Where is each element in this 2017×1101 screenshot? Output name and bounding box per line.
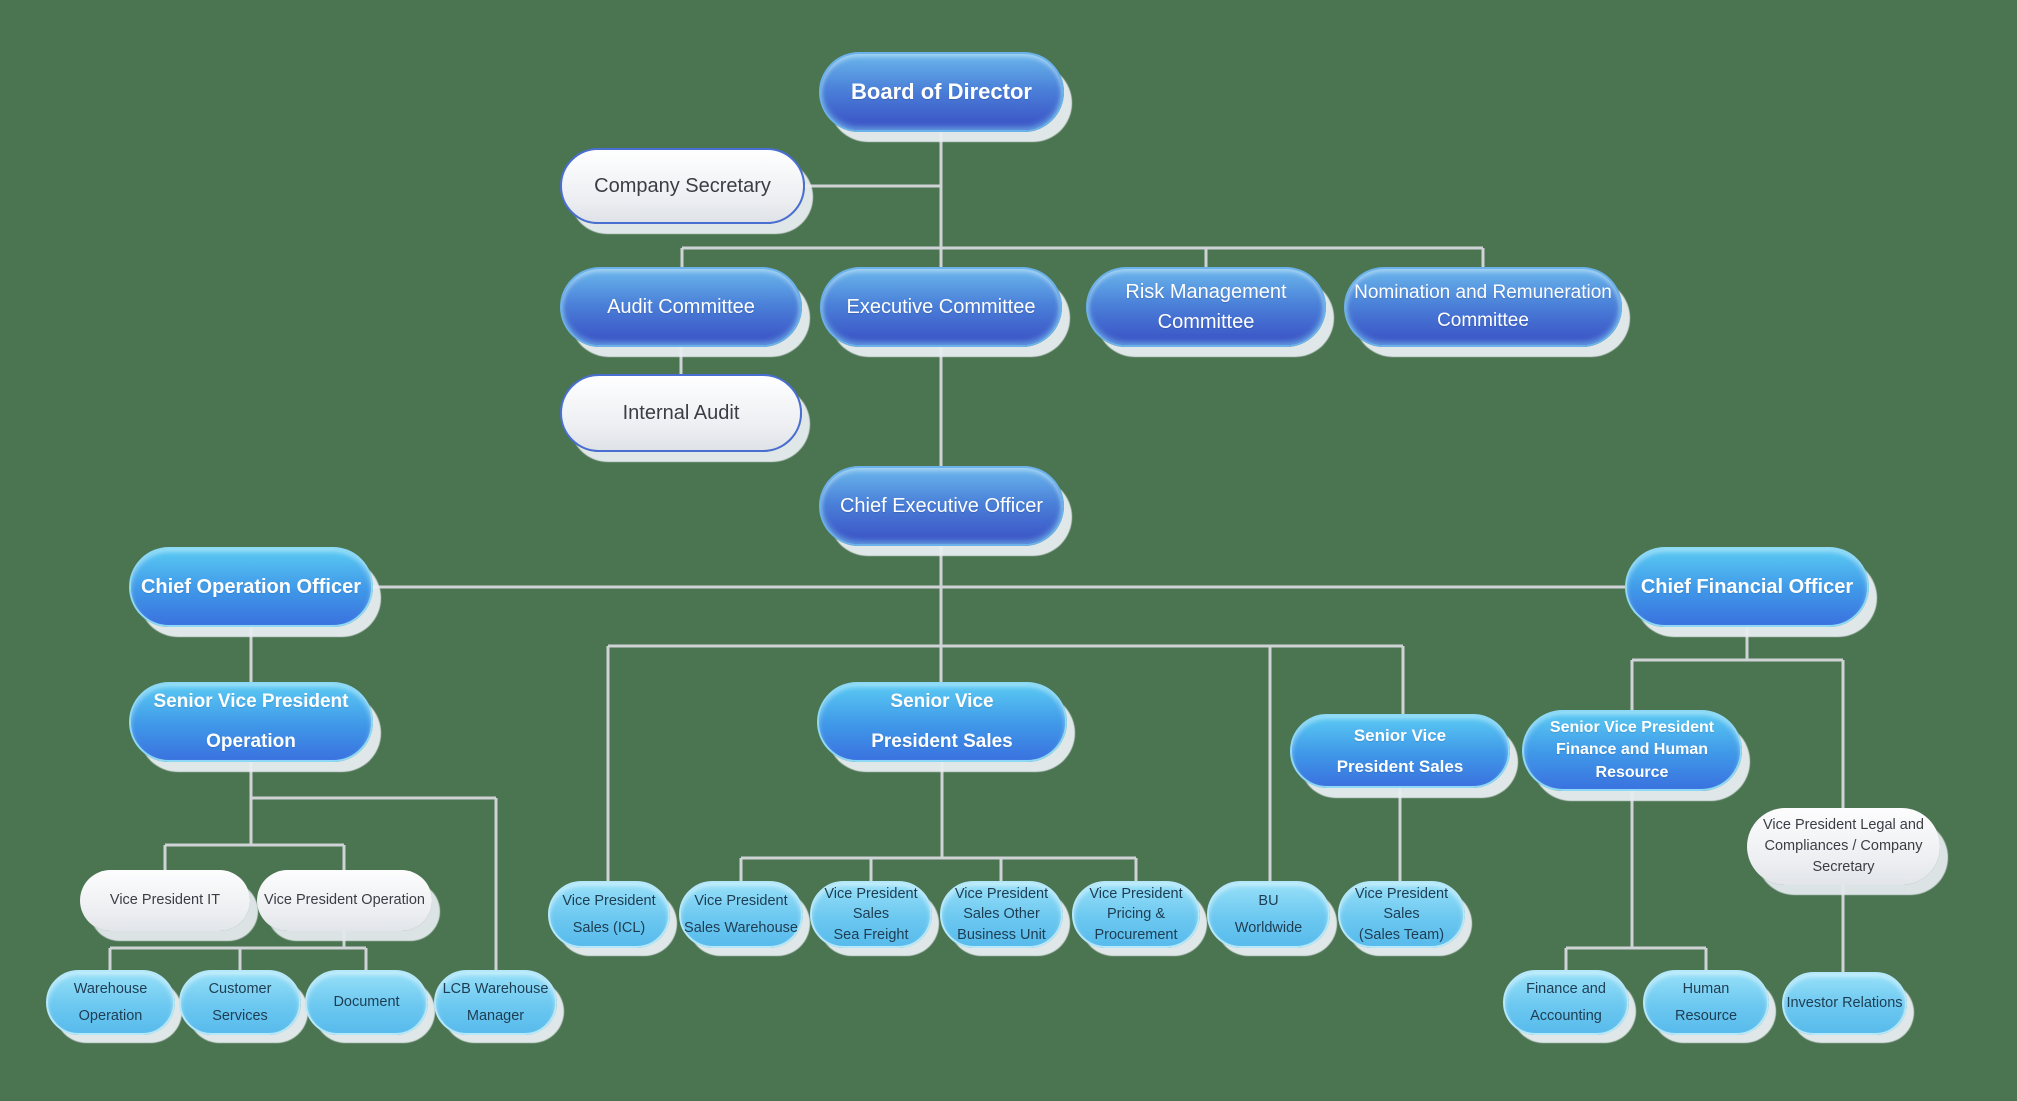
- node-label-line: Senior Vice: [890, 691, 994, 713]
- node-label-line: Finance and Human: [1555, 741, 1709, 759]
- node-label-line: Company Secretary: [594, 175, 771, 197]
- node-label-line: Secretary: [1812, 859, 1875, 875]
- node-label-line: Senior Vice President: [1549, 718, 1715, 736]
- node-label-line: President Sales: [1336, 757, 1464, 776]
- node-label-line: Manager: [466, 1007, 525, 1024]
- node-label-line: Investor Relations: [1786, 995, 1903, 1012]
- org-node-vp-it: Vice President IT: [80, 870, 250, 931]
- node-label-line: Vice President: [1089, 885, 1183, 902]
- node-label-line: (Sales Team): [1358, 926, 1445, 943]
- org-node-chief-executive-officer: Chief Executive Officer: [819, 466, 1064, 546]
- org-node-document: Document: [305, 970, 428, 1035]
- org-node-audit-committee: Audit Committee: [560, 267, 802, 347]
- node-label-line: Audit Committee: [607, 296, 755, 318]
- org-node-company-secretary: Company Secretary: [560, 148, 805, 224]
- node-label-line: Vice President: [694, 893, 788, 910]
- node-label-line: Sales: [852, 906, 890, 923]
- node-label-line: Operation: [206, 731, 296, 752]
- node-label-line: Procurement: [1094, 926, 1178, 943]
- node-label-line: President Sales: [871, 731, 1013, 752]
- node-label-line: Sales Other: [963, 906, 1040, 923]
- node-label-line: Chief Executive Officer: [839, 495, 1044, 517]
- node-label-line: Customer: [208, 981, 272, 998]
- node-label-line: Resource: [1595, 763, 1669, 781]
- node-label-line: Sales (ICL): [572, 919, 646, 936]
- node-label-line: Human: [1682, 981, 1730, 998]
- node-label-line: Board of Director: [851, 78, 1032, 104]
- node-label-line: Risk Management: [1125, 281, 1287, 303]
- node-label-line: Business Unit: [957, 926, 1046, 943]
- node-label-line: Sales Warehouse: [684, 919, 798, 936]
- node-label-line: Finance and: [1526, 981, 1606, 998]
- node-label-line: Vice President Legal and: [1763, 816, 1924, 833]
- node-label-line: Senior Vice: [1353, 725, 1447, 745]
- node-label-line: Resource: [1674, 1007, 1738, 1024]
- node-label-line: Accounting: [1530, 1007, 1602, 1024]
- org-node-internal-audit: Internal Audit: [560, 374, 802, 452]
- node-label-line: Compliances / Company: [1764, 837, 1923, 854]
- node-label-line: Sea Freight: [833, 926, 909, 943]
- node-label-line: Senior Vice President: [153, 691, 349, 713]
- node-label-line: Executive Committee: [846, 296, 1036, 318]
- node-label-line: Worldwide: [1234, 919, 1303, 936]
- node-label-line: Sales: [1383, 906, 1420, 923]
- node-label-line: Chief Operation Officer: [140, 576, 362, 598]
- node-label-line: Vice President: [824, 885, 918, 902]
- org-node-chief-operation-officer: Chief Operation Officer: [129, 547, 373, 627]
- node-label-line: Warehouse: [73, 981, 148, 998]
- org-node-executive-committee: Executive Committee: [820, 267, 1062, 347]
- org-node-vp-operation: Vice President Operation: [257, 870, 432, 931]
- node-label-line: Services: [212, 1007, 268, 1024]
- org-node-bu-worldwide: BU Worldwide: [1207, 881, 1330, 948]
- node-label-line: Nomination and Remuneration: [1354, 281, 1612, 303]
- node-label-line: LCB Warehouse: [442, 981, 549, 998]
- node-label-line: Pricing &: [1106, 906, 1166, 923]
- node-label-line: Chief Financial Officer: [1640, 576, 1854, 598]
- org-node-investor-relations: Investor Relations: [1782, 972, 1907, 1035]
- node-label-line: Vice President IT: [109, 892, 221, 909]
- node-label-line: BU: [1258, 893, 1279, 910]
- node-label-line: Vice President: [1354, 885, 1449, 902]
- node-label-line: Vice President: [562, 893, 656, 910]
- node-label-line: Vice President: [954, 885, 1049, 902]
- node-label-line: Vice President Operation: [264, 892, 425, 909]
- node-label-line: Operation: [78, 1007, 143, 1024]
- org-node-board-of-director: Board of Director: [819, 52, 1064, 132]
- node-label-line: Internal Audit: [622, 402, 740, 424]
- node-label-line: Committee: [1437, 310, 1529, 331]
- node-label-line: Committee: [1157, 311, 1255, 333]
- node-label-line: Document: [333, 994, 400, 1011]
- org-node-chief-financial-officer: Chief Financial Officer: [1625, 547, 1869, 627]
